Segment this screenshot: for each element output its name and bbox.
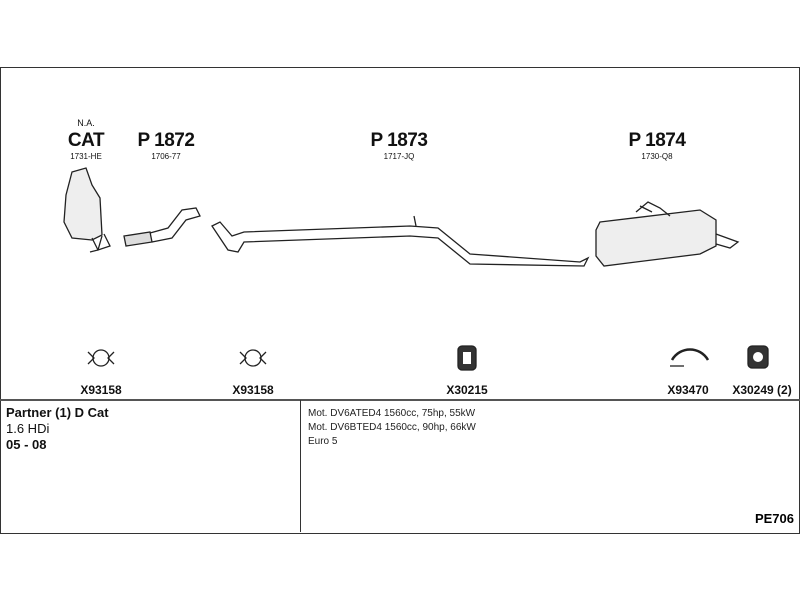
part-p1872-ref: 1706-77 bbox=[151, 152, 181, 161]
motor-line: Mot. DV6ATED4 1560cc, 75hp, 55kW bbox=[308, 408, 476, 419]
fitting-x30215[interactable]: X30215 bbox=[446, 383, 488, 397]
part-cat[interactable]: CAT bbox=[67, 130, 105, 151]
fitting-x93158-b[interactable]: X93158 bbox=[232, 383, 274, 397]
part-cat-ref: 1731-HE bbox=[70, 152, 102, 161]
vehicle-engine: 1.6 HDi bbox=[6, 421, 50, 436]
p1872-drawing bbox=[123, 207, 201, 247]
cat-note: N.A. bbox=[77, 118, 95, 128]
fitting-hanger-1-icon bbox=[457, 345, 477, 371]
fitting-hanger-2-icon bbox=[747, 345, 769, 369]
system-code: PE706 bbox=[754, 511, 794, 526]
emission-standard: Euro 5 bbox=[308, 436, 338, 447]
part-p1874-ref: 1730-Q8 bbox=[641, 152, 673, 161]
section-divider bbox=[0, 399, 800, 401]
vehicle-info: Partner (1) D Cat 1.6 HDi 05 - 08 bbox=[6, 405, 109, 453]
column-divider bbox=[300, 400, 301, 532]
motor-line: Mot. DV6BTED4 1560cc, 90hp, 66kW bbox=[308, 422, 476, 433]
fitting-clip-icon bbox=[670, 348, 710, 367]
part-p1874[interactable]: P 1874 bbox=[628, 130, 686, 151]
fitting-x93158-a[interactable]: X93158 bbox=[80, 383, 122, 397]
catalyst-drawing bbox=[63, 167, 111, 253]
p1873-drawing bbox=[211, 215, 590, 267]
fitting-clamp-2-icon bbox=[239, 349, 267, 367]
part-p1873[interactable]: P 1873 bbox=[370, 130, 428, 151]
fitting-clamp-1-icon bbox=[87, 349, 115, 367]
p1874-drawing bbox=[595, 201, 740, 267]
part-p1873-ref: 1717-JQ bbox=[383, 152, 415, 161]
fitting-x30249[interactable]: X30249 (2) bbox=[732, 383, 792, 397]
part-p1872[interactable]: P 1872 bbox=[137, 130, 195, 151]
vehicle-model: Partner (1) D Cat bbox=[6, 405, 109, 420]
motor-list: Mot. DV6ATED4 1560cc, 75hp, 55kW Mot. DV… bbox=[308, 407, 476, 449]
fitting-x93470[interactable]: X93470 bbox=[667, 383, 709, 397]
vehicle-years: 05 - 08 bbox=[6, 437, 47, 452]
